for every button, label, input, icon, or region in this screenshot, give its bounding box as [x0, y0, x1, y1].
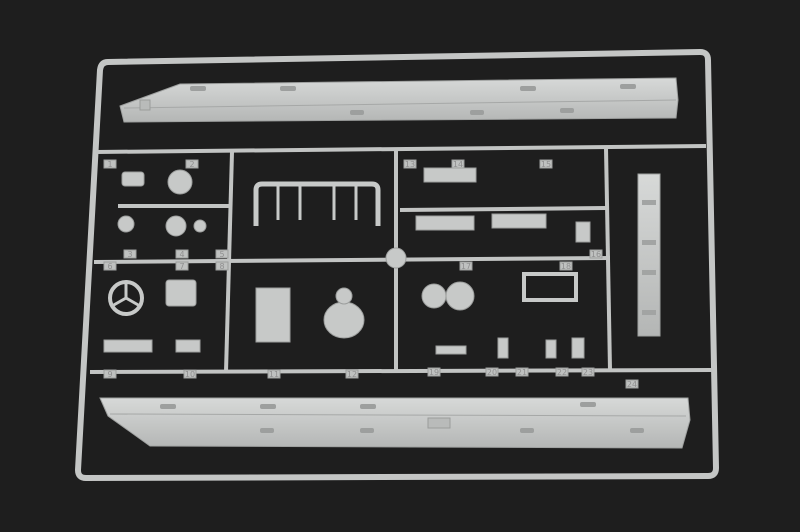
part-number-tab [559, 261, 573, 271]
part-number-label: 16 [591, 250, 601, 259]
sprue-frame [75, 49, 719, 481]
part-number-label: 3 [127, 250, 132, 259]
part-number-tab [589, 249, 603, 259]
part-number-label: 10 [185, 370, 195, 379]
part-number-label: 17 [461, 262, 471, 271]
part-number-tab [103, 159, 117, 169]
part-number-tab [175, 261, 189, 271]
part-number-label: 14 [453, 160, 463, 169]
part-number-tab [451, 159, 465, 169]
part-number-tab [185, 159, 199, 169]
part-number-tab [103, 261, 117, 271]
part-number-tab [555, 367, 569, 377]
part-number-tab [403, 159, 417, 169]
part-number-label: 11 [269, 370, 279, 379]
part-number-tab [581, 367, 595, 377]
part-number-label: 18 [561, 262, 571, 271]
right-vertical-rail [637, 173, 661, 337]
part-number-tab [215, 261, 229, 271]
part-number-tab [345, 369, 359, 379]
part-number-tab [539, 159, 553, 169]
part-number-tab [175, 249, 189, 259]
part-number-label: 12 [347, 370, 357, 379]
top-chassis-rail [119, 77, 679, 123]
part-number-label: 8 [219, 262, 224, 271]
part-number-label: 4 [179, 250, 184, 259]
part-number-tab [485, 367, 499, 377]
part-number-label: 21 [517, 368, 527, 377]
part-number-tab [515, 367, 529, 377]
part-number-tab [183, 369, 197, 379]
part-number-label: 20 [487, 368, 497, 377]
part-number-label: 9 [107, 370, 112, 379]
part-number-label: 15 [541, 160, 551, 169]
part-number-label: 23 [583, 368, 593, 377]
part-number-label: 1 [107, 160, 112, 169]
part-number-tab [215, 249, 229, 259]
bottom-chassis-rail [99, 397, 691, 449]
part-number-label: 7 [179, 262, 184, 271]
part-number-tab [267, 369, 281, 379]
part-number-label: 19 [429, 368, 439, 377]
part-number-label: 22 [557, 368, 567, 377]
part-number-tab [459, 261, 473, 271]
part-number-tab [625, 379, 639, 389]
sprue-parts [103, 167, 591, 359]
part-number-tab [123, 249, 137, 259]
part-number-label: 13 [405, 160, 415, 169]
part-number-tab [103, 369, 117, 379]
part-number-label: 24 [627, 380, 637, 389]
part-number-label: 2 [189, 160, 194, 169]
part-number-tab [427, 367, 441, 377]
part-number-label: 5 [219, 250, 224, 259]
part-number-label: 6 [107, 262, 112, 271]
